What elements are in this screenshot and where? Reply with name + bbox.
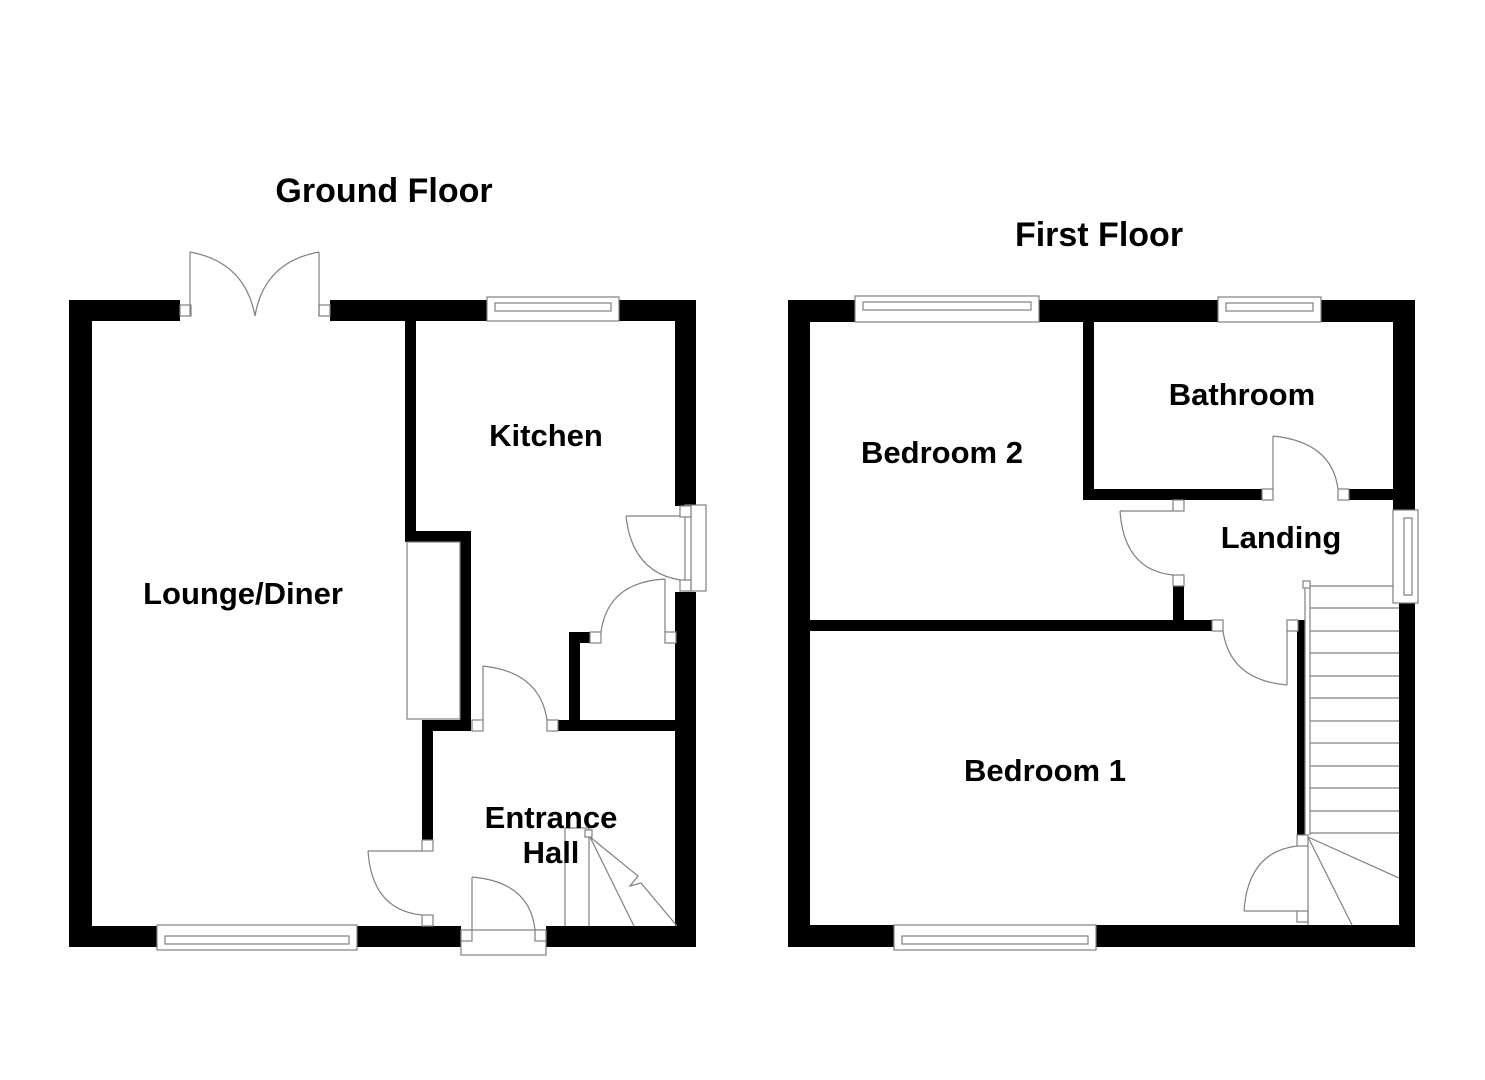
bathroom-door[interactable] [1261, 435, 1350, 501]
ground-floor-title: Ground Floor [275, 172, 492, 210]
bedroom1-door[interactable] [1211, 619, 1299, 686]
bathroom-window [1217, 296, 1322, 323]
room-label-hall: Hall [523, 835, 580, 870]
first-floor-plan: First Floor [788, 216, 1419, 951]
bedroom2-door[interactable] [1119, 499, 1185, 587]
kitchen-window [486, 296, 620, 322]
ground-stairs [564, 827, 678, 927]
french-doors[interactable] [179, 251, 331, 317]
first-floor-title: First Floor [1015, 216, 1183, 254]
room-label-lounge-diner: Lounge/Diner [143, 576, 343, 611]
ground-floor-plan: Ground Floor [69, 172, 707, 956]
first-floor-stairs [1302, 580, 1400, 926]
ground-floor-walls [69, 300, 696, 947]
room-label-entrance: Entrance [485, 800, 618, 835]
kitchen-hall-door[interactable] [471, 665, 559, 732]
room-label-bedroom-2: Bedroom 2 [861, 435, 1023, 470]
cupboard-door[interactable] [589, 578, 677, 644]
front-door[interactable] [460, 876, 547, 956]
stair-cupboard-door[interactable] [1243, 834, 1309, 923]
lounge-hall-door[interactable] [367, 839, 434, 927]
lounge-window [156, 924, 358, 951]
room-label-landing: Landing [1221, 520, 1342, 555]
room-label-bedroom-1: Bedroom 1 [964, 753, 1126, 788]
room-label-bathroom: Bathroom [1169, 377, 1315, 412]
first-floor-walls [788, 300, 1415, 947]
bedroom1-window [893, 924, 1097, 951]
bedroom2-window [854, 295, 1040, 323]
room-label-kitchen: Kitchen [489, 418, 603, 453]
landing-window [1392, 509, 1419, 604]
kitchen-side-door[interactable] [625, 504, 707, 592]
